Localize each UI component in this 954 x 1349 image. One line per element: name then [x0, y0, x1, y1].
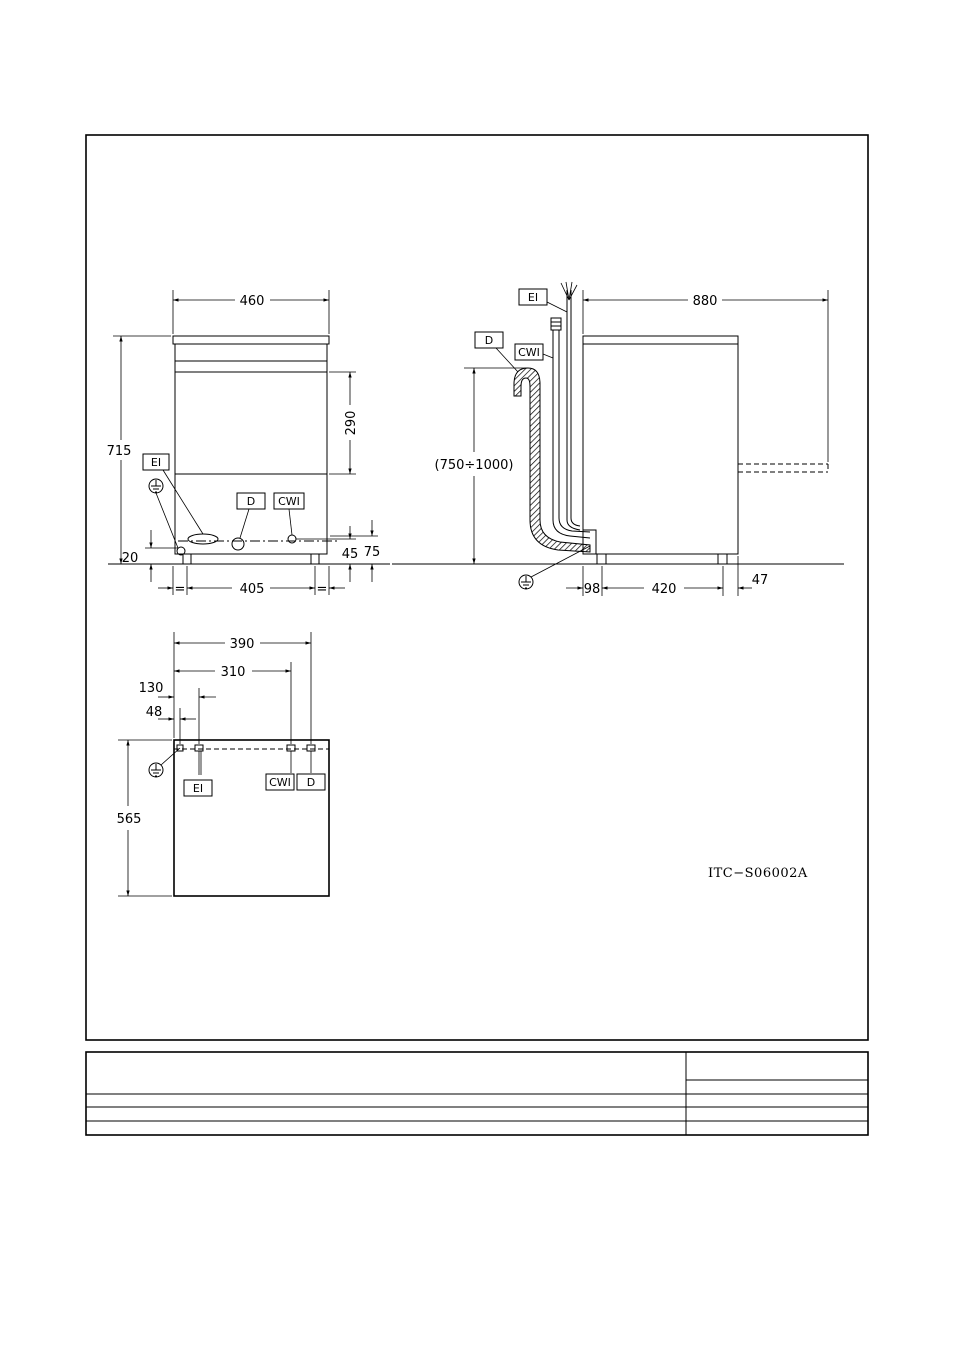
- front-equal-mark-right: =: [317, 582, 328, 597]
- ground-icon: [149, 479, 163, 493]
- top-ei-label: EI: [193, 782, 203, 795]
- top-cwi-connection: [287, 745, 295, 751]
- front-ei-label: EI: [151, 456, 161, 469]
- side-drain-range-dim: (750÷1000): [435, 458, 514, 473]
- top-ei-connection: [195, 745, 203, 751]
- top-d-label: D: [307, 776, 315, 789]
- front-cwi-connection: [288, 535, 296, 543]
- side-front-offset-dim: 47: [752, 573, 769, 588]
- side-body: [583, 336, 738, 554]
- side-foot-front: [718, 554, 727, 564]
- side-ei-label: EI: [528, 291, 538, 304]
- front-view: 460 715 290 20 45 75: [107, 290, 390, 597]
- side-drain-hose: [514, 368, 590, 552]
- front-d-label: D: [247, 495, 255, 508]
- front-d-connection: [232, 538, 244, 550]
- front-cwi-label: CWI: [278, 495, 300, 508]
- top-view: 390 310 130 48 565 EI CWI D: [117, 632, 329, 896]
- front-equal-mark-left: =: [175, 582, 186, 597]
- ground-icon: [519, 575, 533, 589]
- front-height-dim: 715: [107, 444, 132, 459]
- front-ei-connection: [188, 534, 218, 544]
- front-foot-left: [183, 554, 191, 564]
- top-dim-310: 310: [221, 665, 246, 680]
- front-feet-spacing-dim: 405: [240, 582, 265, 597]
- ground-icon: [149, 763, 163, 777]
- front-width-dim: 460: [240, 294, 265, 309]
- title-block: [86, 1052, 868, 1135]
- top-dim-130: 130: [139, 681, 164, 696]
- top-body: [174, 740, 329, 896]
- side-cwi-label: CWI: [518, 346, 540, 359]
- drawing-code: ITC−S06002A: [708, 866, 808, 881]
- drawing-frame: [86, 135, 868, 1040]
- side-back-offset-dim: 98: [584, 582, 601, 597]
- front-body: [175, 344, 327, 554]
- front-door-height-dim: 290: [344, 411, 359, 436]
- front-cwi-height-dim: 75: [364, 545, 381, 560]
- front-top-panel: [173, 336, 329, 344]
- front-drain-height-dim: 45: [342, 547, 359, 562]
- side-depth-dim: 880: [693, 294, 718, 309]
- side-d-label: D: [485, 334, 493, 347]
- top-cwi-label: CWI: [269, 776, 291, 789]
- side-feet-spacing-dim: 420: [652, 582, 677, 597]
- top-d-connection: [307, 745, 315, 751]
- top-depth-dim: 565: [117, 812, 142, 827]
- top-dim-48: 48: [146, 705, 163, 720]
- side-view: 880 (750÷1000) 98 420 47 EI D CWI: [392, 282, 844, 597]
- front-foot-right: [311, 554, 319, 564]
- side-foot-rear: [597, 554, 606, 564]
- top-dim-390: 390: [230, 637, 255, 652]
- front-bottom-offset-dim: 20: [122, 551, 139, 566]
